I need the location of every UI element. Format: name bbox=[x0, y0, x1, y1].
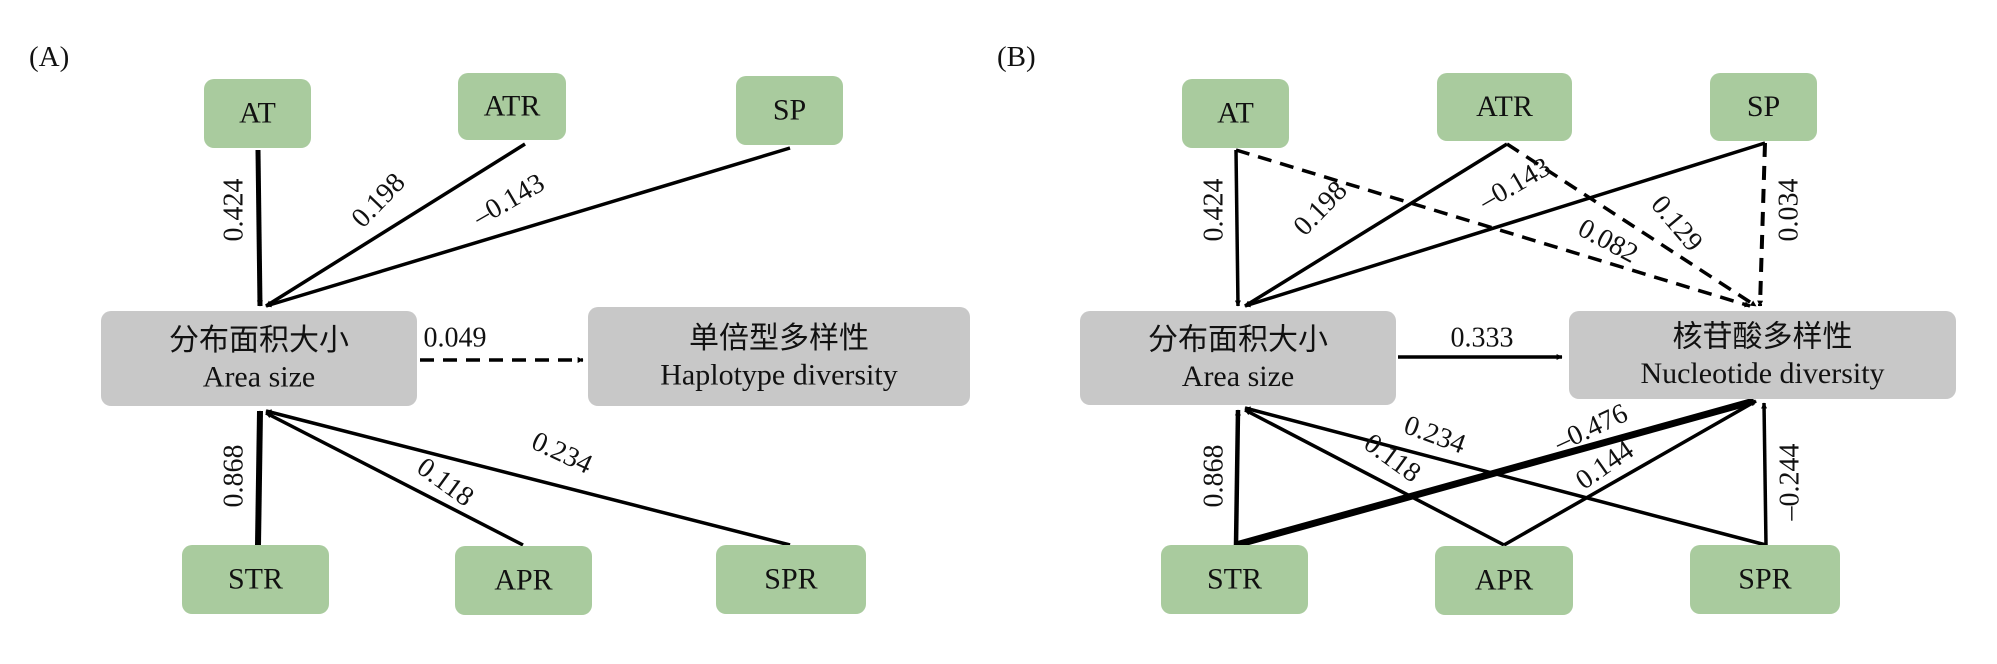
panel-b-node-sp-box bbox=[1710, 73, 1817, 141]
panel-a-node-spr-box bbox=[716, 545, 866, 614]
panel-a-node-str-box bbox=[182, 545, 329, 614]
panel-a-edge-apr-to-area bbox=[265, 411, 524, 547]
panel-a-node-apr-box bbox=[455, 546, 592, 615]
panel-a-coef-str-to-area: 0.868 bbox=[218, 445, 249, 508]
panel-b-node-area-label-en: Area size bbox=[1182, 360, 1294, 393]
panel-b-node-apr-label: APR bbox=[1475, 563, 1533, 596]
panel-b-edge-sp-to-out bbox=[1757, 142, 1767, 307]
panel-b-coef-sp-to-area: –0.143 bbox=[1473, 152, 1556, 218]
panel-a-node-at: AT bbox=[204, 79, 311, 148]
panel-b-edge-sp-to-area bbox=[1244, 141, 1766, 308]
panel-b-edge-spr-to-area bbox=[1244, 406, 1767, 547]
panel-a-coef-at-to-area: 0.424 bbox=[218, 179, 249, 242]
panel-b-node-atr-label: ATR bbox=[1476, 90, 1533, 123]
panel-a-node-spr-label: SPR bbox=[764, 562, 817, 595]
panel-b-node-area-box bbox=[1080, 311, 1396, 405]
panel-a-coef-atr-to-area: 0.198 bbox=[345, 167, 411, 234]
panel-a-node-out-label-cn: 单倍型多样性 bbox=[689, 321, 869, 356]
panel-a-node-area-label-cn: 分布面积大小 bbox=[169, 323, 349, 358]
panel-a-node-apr: APR bbox=[455, 546, 592, 615]
panel-b-node-atr: ATR bbox=[1437, 73, 1572, 141]
panel-b-edge-at-to-area bbox=[1234, 149, 1241, 307]
panel-a-node-sp-box bbox=[736, 76, 843, 145]
panel-b-coef-at-to-area: 0.424 bbox=[1198, 179, 1229, 242]
panel-b-edge-at-to-out bbox=[1235, 148, 1751, 308]
panel-b-node-apr-box bbox=[1435, 546, 1573, 615]
panel-a-node-at-box bbox=[204, 79, 311, 148]
panel-b-edge-atr-to-out bbox=[1506, 142, 1757, 308]
panel-a-node-str: STR bbox=[182, 545, 329, 614]
panel-a-coef-spr-to-area: 0.234 bbox=[527, 426, 597, 481]
panel-a-label: (A) bbox=[29, 41, 69, 73]
panel-b-edge-apr-to-out bbox=[1503, 399, 1757, 547]
panel-a-node-area-box bbox=[101, 311, 417, 406]
panel-a-node-apr-label: APR bbox=[494, 563, 552, 596]
panel-b-edge-str-to-out bbox=[1235, 397, 1755, 549]
panel-a-node-str-label: STR bbox=[228, 562, 283, 595]
panel-b-coef-sp-to-out: 0.034 bbox=[1773, 179, 1804, 242]
panel-b-edge-str-to-area bbox=[1233, 409, 1241, 546]
panel-a-node-atr-box bbox=[458, 73, 566, 140]
panel-b-node-str-label: STR bbox=[1207, 562, 1262, 595]
panel-b-node-out-label-cn: 核苷酸多样性 bbox=[1673, 320, 1853, 355]
panel-b-node-spr-label: SPR bbox=[1738, 562, 1791, 595]
panel-a-node-area-label-en: Area size bbox=[203, 360, 315, 393]
panel-b-node-str: STR bbox=[1161, 545, 1308, 614]
panel-a-node-out-label-en: Haplotype diversity bbox=[660, 358, 897, 391]
panel-b-node-area-label-cn: 分布面积大小 bbox=[1148, 323, 1328, 358]
panel-a-edge-str-to-area bbox=[255, 410, 263, 546]
panel-b-node-at-box bbox=[1182, 79, 1289, 148]
panel-b-node-spr-box bbox=[1690, 545, 1840, 614]
panel-a-edge-at-to-area bbox=[255, 149, 263, 307]
panel-a-node-sp-label: SP bbox=[773, 93, 806, 126]
panel-a-node-atr: ATR bbox=[458, 73, 566, 140]
panel-b-coef-atr-to-out: 0.129 bbox=[1644, 190, 1708, 258]
panel-b-coef-at-to-out: 0.082 bbox=[1573, 213, 1643, 270]
panel-b-coef-spr-to-out: –0.244 bbox=[1774, 444, 1805, 522]
panel-a-node-sp: SP bbox=[736, 76, 843, 145]
panel-b-coef-area-to-out: 0.333 bbox=[1451, 322, 1514, 353]
panel-b-label: (B) bbox=[997, 41, 1036, 73]
panel-b-node-apr: APR bbox=[1435, 546, 1573, 615]
panel-a-node-spr: SPR bbox=[716, 545, 866, 614]
panel-b-coef-str-to-area: 0.868 bbox=[1198, 445, 1229, 508]
panel-b-node-at: AT bbox=[1182, 79, 1289, 148]
panel-b-node-sp-label: SP bbox=[1747, 90, 1780, 123]
panel-b-edge-atr-to-area bbox=[1244, 142, 1508, 308]
panel-b-node-out-label-en: Nucleotide diversity bbox=[1640, 357, 1884, 390]
panel-b-node-atr-box bbox=[1437, 73, 1572, 141]
panel-a-coef-area-to-out: 0.049 bbox=[424, 322, 487, 353]
panel-a-edge-atr-to-area bbox=[265, 142, 526, 308]
panel-b-edge-apr-to-area bbox=[1244, 408, 1505, 547]
panel-b-edge-spr-to-out bbox=[1761, 402, 1768, 546]
panel-b-coef-atr-to-area: 0.198 bbox=[1287, 175, 1353, 242]
panel-a-node-out-box bbox=[588, 307, 970, 406]
panel-a-node-at-label: AT bbox=[239, 96, 276, 129]
panel-b-node-str-box bbox=[1161, 545, 1308, 614]
panel-b-node-at-label: AT bbox=[1217, 96, 1254, 129]
panel-b-node-spr: SPR bbox=[1690, 545, 1840, 614]
panel-a-edge-spr-to-area bbox=[265, 409, 791, 547]
panel-a-edge-sp-to-area bbox=[265, 146, 791, 308]
panel-a-node-atr-label: ATR bbox=[484, 89, 541, 122]
panel-b-node-sp: SP bbox=[1710, 73, 1817, 141]
panel-b-node-out-box bbox=[1569, 311, 1956, 399]
